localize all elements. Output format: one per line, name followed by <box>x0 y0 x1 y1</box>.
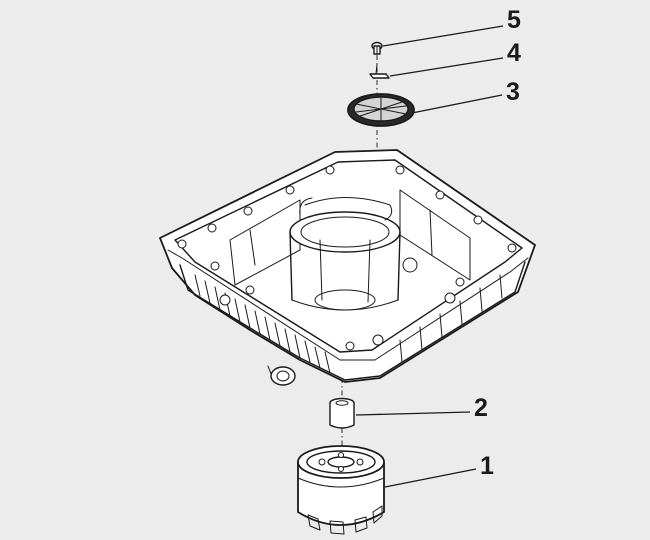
leader-1 <box>384 468 477 488</box>
threaded-spacer-part-2 <box>329 397 355 429</box>
sump-side-port <box>267 365 296 386</box>
leader-4 <box>389 57 504 77</box>
callout-1: 1 <box>480 452 494 480</box>
leader-5 <box>382 25 504 47</box>
retaining-clip-part-4 <box>369 63 390 79</box>
screw-part-5 <box>371 41 383 55</box>
leader-2 <box>355 411 471 416</box>
sump-right-fins <box>399 274 503 363</box>
oil-filter-part-1 <box>297 445 385 535</box>
callout-3: 3 <box>506 78 520 106</box>
flange-bolt-holes <box>177 165 517 351</box>
oil-strainer-screen-part-3 <box>347 93 415 127</box>
callout-4: 4 <box>507 39 521 67</box>
central-oil-well <box>289 211 401 311</box>
callout-5: 5 <box>507 6 521 34</box>
callout-2: 2 <box>474 394 488 422</box>
oil-sump-pan <box>159 149 536 386</box>
leader-3 <box>411 94 503 114</box>
